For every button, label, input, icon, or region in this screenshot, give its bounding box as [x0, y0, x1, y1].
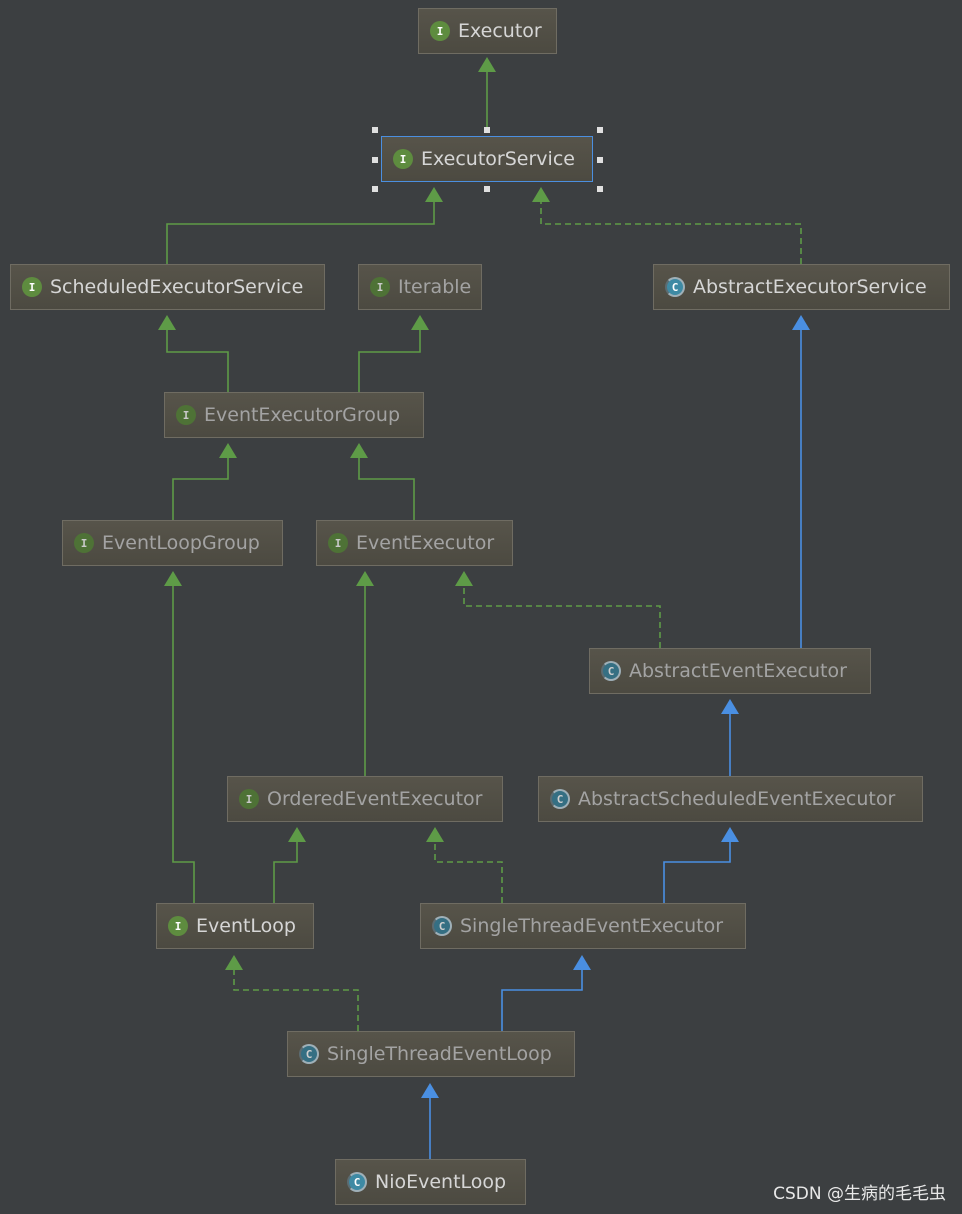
class-icon: C	[299, 1044, 319, 1064]
node-ordered-event-executor[interactable]: I OrderedEventExecutor	[227, 776, 503, 822]
node-event-loop-group[interactable]: I EventLoopGroup	[62, 520, 283, 566]
edge-singlethreadeventexecutor-orderedeventexecutor	[426, 827, 503, 903]
edge-eventloopgroup-eventexecutorgroup	[172, 443, 237, 520]
class-icon: C	[432, 916, 452, 936]
selection-handle[interactable]	[597, 127, 603, 133]
edge-singlethreadeventexecutor-abstractscheduledeventexecutor	[663, 827, 739, 903]
node-abstract-scheduled-event-executor[interactable]: C AbstractScheduledEventExecutor	[538, 776, 923, 822]
interface-icon: I	[430, 21, 450, 41]
watermark: CSDN @生病的毛毛虫	[773, 1184, 946, 1204]
node-label: NioEventLoop	[375, 1171, 507, 1193]
node-label: ScheduledExecutorService	[50, 276, 304, 298]
node-single-thread-event-loop[interactable]: C SingleThreadEventLoop	[287, 1031, 575, 1077]
node-event-loop[interactable]: I EventLoop	[156, 903, 314, 949]
selection-handle[interactable]	[372, 186, 378, 192]
node-label: AbstractEventExecutor	[629, 660, 847, 682]
node-label: ExecutorService	[421, 148, 575, 170]
selection-handle[interactable]	[484, 186, 490, 192]
node-label: Iterable	[398, 276, 472, 298]
node-label: EventLoop	[196, 915, 296, 937]
class-icon: C	[665, 277, 685, 297]
node-label: EventExecutor	[356, 532, 495, 554]
selection-handle[interactable]	[372, 127, 378, 133]
interface-icon: I	[370, 277, 390, 297]
node-label: Executor	[458, 20, 542, 42]
edge-eventexecutor-eventexecutorgroup	[350, 443, 415, 520]
node-event-executor[interactable]: I EventExecutor	[316, 520, 513, 566]
edge-abstracteventexecutor-eventexecutor	[455, 571, 661, 648]
node-scheduled-executor-service[interactable]: I ScheduledExecutorService	[10, 264, 325, 310]
edge-eventexecutorgroup-iterable	[358, 315, 429, 392]
node-label: SingleThreadEventExecutor	[460, 915, 724, 937]
class-icon: C	[550, 789, 570, 809]
node-single-thread-event-executor[interactable]: C SingleThreadEventExecutor	[420, 903, 746, 949]
interface-icon: I	[168, 916, 188, 936]
node-label: EventExecutorGroup	[204, 404, 401, 426]
node-label: AbstractExecutorService	[693, 276, 927, 298]
interface-icon: I	[239, 789, 259, 809]
node-iterable[interactable]: I Iterable	[358, 264, 482, 310]
node-label: SingleThreadEventLoop	[327, 1043, 552, 1065]
selection-handle[interactable]	[372, 157, 378, 163]
edge-eventloop-orderedeventexecutor	[273, 827, 306, 903]
selection-handle[interactable]	[597, 157, 603, 163]
node-executor[interactable]: I Executor	[418, 8, 557, 54]
node-nio-event-loop[interactable]: C NioEventLoop	[335, 1159, 526, 1205]
edge-executorservice-executor	[478, 57, 496, 128]
node-executor-service[interactable]: I ExecutorService	[381, 136, 593, 182]
interface-icon: I	[74, 533, 94, 553]
edge-eventexecutorgroup-scheduledexecutorservice	[158, 315, 229, 392]
edge-singlethreadeventloop-singlethreadeventexecutor	[501, 955, 591, 1031]
class-icon: C	[347, 1172, 367, 1192]
node-label: AbstractScheduledEventExecutor	[578, 788, 896, 810]
selection-handle[interactable]	[597, 186, 603, 192]
edge-nioeventloop-singlethreadeventloop	[421, 1083, 439, 1159]
edge-abstractscheduledeventexecutor-abstracteventexecutor	[721, 699, 739, 776]
edge-orderedeventexecutor-eventexecutor	[356, 571, 374, 776]
class-icon: C	[601, 661, 621, 681]
node-event-executor-group[interactable]: I EventExecutorGroup	[164, 392, 424, 438]
node-label: OrderedEventExecutor	[267, 788, 483, 810]
interface-icon: I	[393, 149, 413, 169]
edge-abstracteventexecutor-abstractexecutorservice	[792, 315, 810, 648]
edge-eventloop-eventloopgroup	[164, 571, 195, 903]
edge-scheduledexecutorservice-executorservice	[166, 187, 443, 264]
interface-icon: I	[328, 533, 348, 553]
node-abstract-event-executor[interactable]: C AbstractEventExecutor	[589, 648, 871, 694]
interface-icon: I	[176, 405, 196, 425]
selection-handle[interactable]	[484, 127, 490, 133]
interface-icon: I	[22, 277, 42, 297]
node-label: EventLoopGroup	[102, 532, 260, 554]
node-abstract-executor-service[interactable]: C AbstractExecutorService	[653, 264, 950, 310]
edge-abstractexecutorservice-executorservice	[532, 187, 802, 264]
edge-singlethreadeventloop-eventloop	[225, 955, 359, 1031]
